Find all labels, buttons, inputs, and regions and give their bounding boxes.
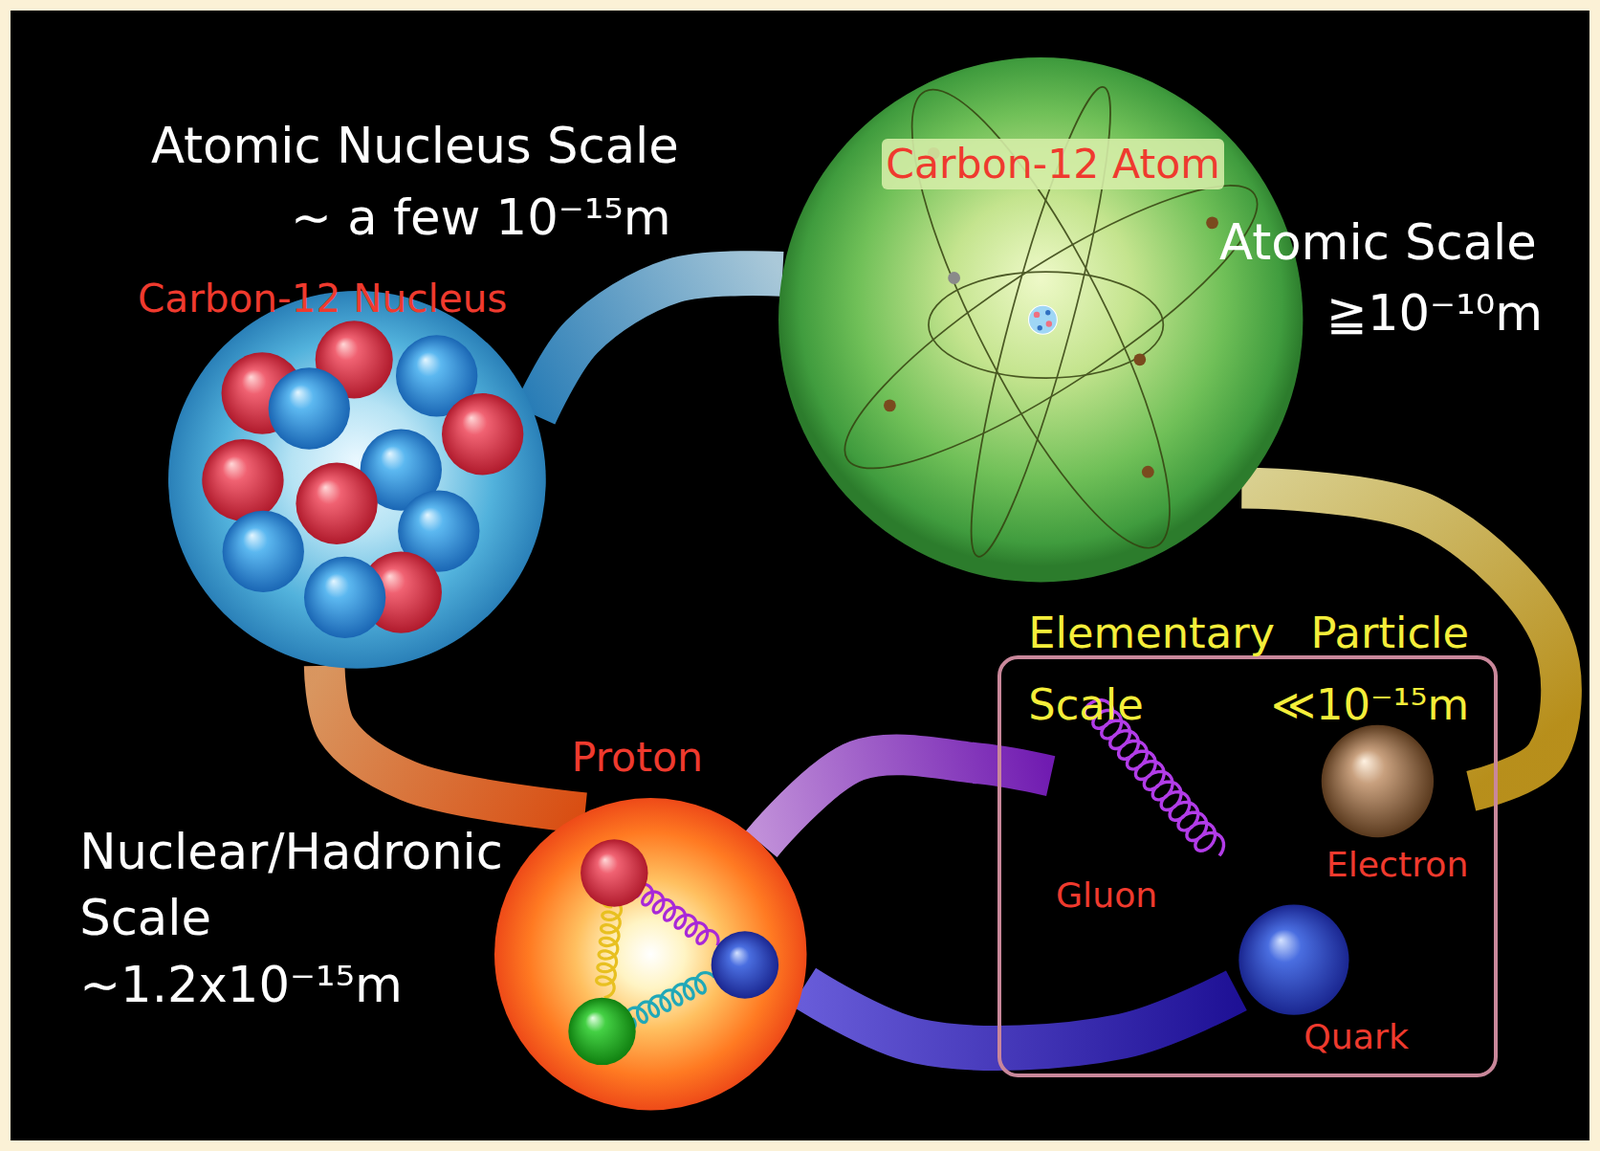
- art-circle: [295, 462, 377, 545]
- valence-quarks: [568, 838, 779, 1065]
- art-circle: [1037, 325, 1043, 330]
- scale-label: Atomic Nucleus Scale: [151, 109, 680, 182]
- art-ellipse: [814, 144, 1287, 508]
- atom-orbits: [814, 62, 1287, 574]
- atom-core: [1029, 305, 1058, 334]
- art-ellipse: [928, 271, 1163, 378]
- zoom-ribbon: [324, 665, 586, 813]
- art-circle: [1045, 309, 1051, 315]
- node-label: Quark: [1303, 1014, 1409, 1058]
- label-holder: ∼ a few 10⁻¹⁵m: [290, 181, 672, 254]
- node-label: Proton: [570, 731, 703, 783]
- scale-label: ≧10⁻¹⁰m: [1326, 277, 1543, 350]
- node-label: Gluon: [1055, 873, 1158, 917]
- art-circle: [580, 838, 648, 906]
- elementary-scale-box: Elementary Particle Scale ≪10⁻¹⁵mGluonEl…: [997, 655, 1498, 1077]
- art-circle: [883, 398, 897, 412]
- node-label: Electron: [1326, 842, 1469, 886]
- gluon-spring: [1084, 700, 1225, 856]
- art-circle: [947, 271, 961, 285]
- art-circle: [711, 930, 779, 998]
- art-ellipse: [868, 62, 1213, 574]
- gluon-node: Gluon: [1051, 701, 1230, 914]
- label-holder: Nuclear/Hadronic Scale: [79, 818, 549, 952]
- art-circle: [268, 367, 351, 449]
- scale-label: Nuclear/Hadronic Scale: [79, 818, 549, 952]
- orbit-electrons: [883, 147, 1219, 479]
- gluon-spring: [631, 883, 719, 945]
- art-circle: [1141, 465, 1155, 479]
- gluon-spring: [625, 972, 715, 1029]
- art-circle: [1033, 311, 1040, 318]
- art-ellipse: [948, 79, 1134, 565]
- gluon-spring: [596, 898, 622, 998]
- art-circle: [201, 438, 284, 521]
- zoom-ribbon: [803, 986, 1236, 1049]
- zoom-ribbon: [761, 754, 1052, 844]
- node-label: Carbon-12 Nucleus: [137, 274, 507, 324]
- scale-label: ∼ a few 10⁻¹⁵m: [290, 181, 672, 254]
- art-circle: [1046, 320, 1053, 327]
- art-circle: [304, 556, 386, 638]
- quark-ball: [1238, 904, 1349, 1015]
- label-holder: Atomic Nucleus Scale: [151, 109, 680, 182]
- electron-ball: [1321, 724, 1434, 837]
- art-circle: [568, 997, 636, 1065]
- label-holder: ≧10⁻¹⁰m: [1326, 277, 1543, 350]
- node-label: Elementary Particle Scale ≪10⁻¹⁵m: [1028, 597, 1469, 741]
- art-circle: [927, 147, 941, 160]
- sphere: [168, 290, 547, 669]
- scale-label: Atomic Scale: [1219, 206, 1537, 279]
- art-circle: [222, 510, 305, 592]
- node-label: Carbon-12 Atom: [881, 138, 1225, 190]
- nucleons: [201, 320, 524, 638]
- scale-label: ∼1.2x10⁻¹⁵m: [79, 951, 403, 1018]
- label-holder: Atomic Scale: [1219, 206, 1537, 279]
- sphere: [494, 797, 807, 1110]
- art-circle: [1205, 216, 1219, 229]
- art-circle: [441, 393, 524, 475]
- label-holder: ∼1.2x10⁻¹⁵m: [79, 951, 403, 1018]
- art-circle: [1133, 352, 1146, 366]
- zoom-ribbon: [534, 273, 783, 416]
- sphere: [778, 57, 1303, 582]
- art-circle: [1029, 305, 1058, 334]
